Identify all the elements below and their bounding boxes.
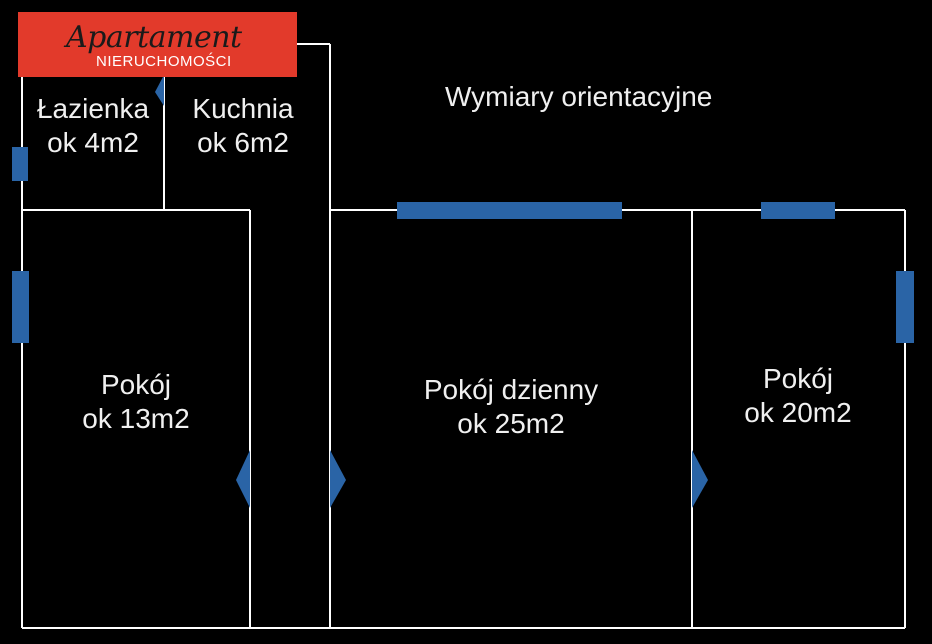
room-label-bedroom-right: Pokój ok 20m2 <box>700 362 896 430</box>
logo-brand: Apartament <box>66 20 242 55</box>
room-label-bedroom-left: Pokój ok 13m2 <box>22 368 250 436</box>
room-label-kitchen: Kuchnia ok 6m2 <box>170 92 316 160</box>
window-bathroom <box>12 147 28 181</box>
logo-tagline: NIERUCHOMOŚCI <box>96 53 232 70</box>
door-room <box>692 450 708 508</box>
room-area: ok 4m2 <box>47 127 139 158</box>
agency-logo: Apartament NIERUCHOMOŚCI <box>18 12 297 77</box>
room-label-bathroom: Łazienka ok 4m2 <box>22 92 164 160</box>
window-room-top <box>761 202 835 219</box>
door-bedroom <box>236 450 250 508</box>
room-label-living: Pokój dzienny ok 25m2 <box>340 373 682 441</box>
room-area: ok 6m2 <box>197 127 289 158</box>
room-area: ok 13m2 <box>82 403 190 434</box>
room-name: Pokój dzienny <box>423 374 599 405</box>
room-name: Pokój <box>100 369 172 400</box>
window-bedroom-left <box>12 271 29 343</box>
door-kitchen <box>155 75 164 106</box>
window-room-right <box>896 271 914 343</box>
room-name: Kuchnia <box>192 93 294 124</box>
dimensions-note: Wymiary orientacyjne <box>445 81 713 112</box>
room-area: ok 25m2 <box>457 408 565 439</box>
room-name: Pokój <box>762 363 834 394</box>
room-area: ok 20m2 <box>744 397 852 428</box>
door-living <box>330 450 346 508</box>
window-living-top <box>397 202 622 219</box>
room-name: Łazienka <box>36 93 150 124</box>
